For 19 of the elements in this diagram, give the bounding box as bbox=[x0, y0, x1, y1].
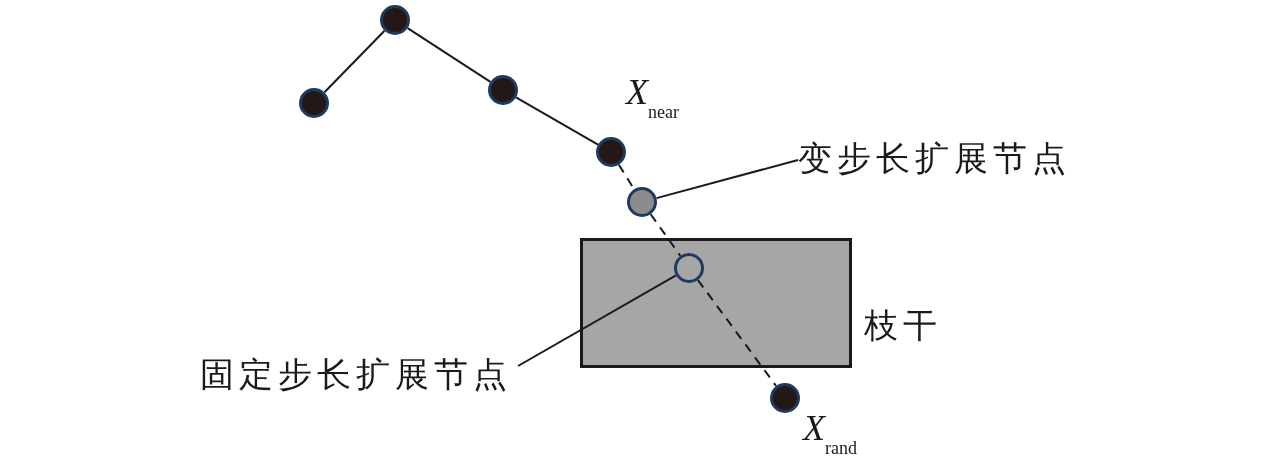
tree-edge bbox=[515, 96, 599, 146]
point-label: X$_{near}$ bbox=[626, 72, 679, 124]
callout-label: 固定步长扩展节点 bbox=[200, 352, 512, 396]
node-circle bbox=[627, 187, 657, 217]
leader-line bbox=[655, 159, 799, 200]
hollow-node-circle bbox=[674, 253, 704, 283]
dashed-connector bbox=[649, 213, 682, 257]
callout-label: 变步长扩展节点 bbox=[798, 136, 1071, 180]
node-circle bbox=[488, 75, 518, 105]
node-circle bbox=[380, 5, 410, 35]
obstacle-label: 枝干 bbox=[864, 304, 942, 347]
tree-edge bbox=[323, 29, 386, 94]
node-circle bbox=[596, 137, 626, 167]
point-label: X$_{rand}$ bbox=[803, 408, 857, 457]
node-circle bbox=[770, 383, 800, 413]
leader-line bbox=[517, 274, 677, 367]
node-circle bbox=[299, 88, 329, 118]
dashed-connector bbox=[696, 279, 778, 387]
tree-edge bbox=[406, 27, 492, 83]
